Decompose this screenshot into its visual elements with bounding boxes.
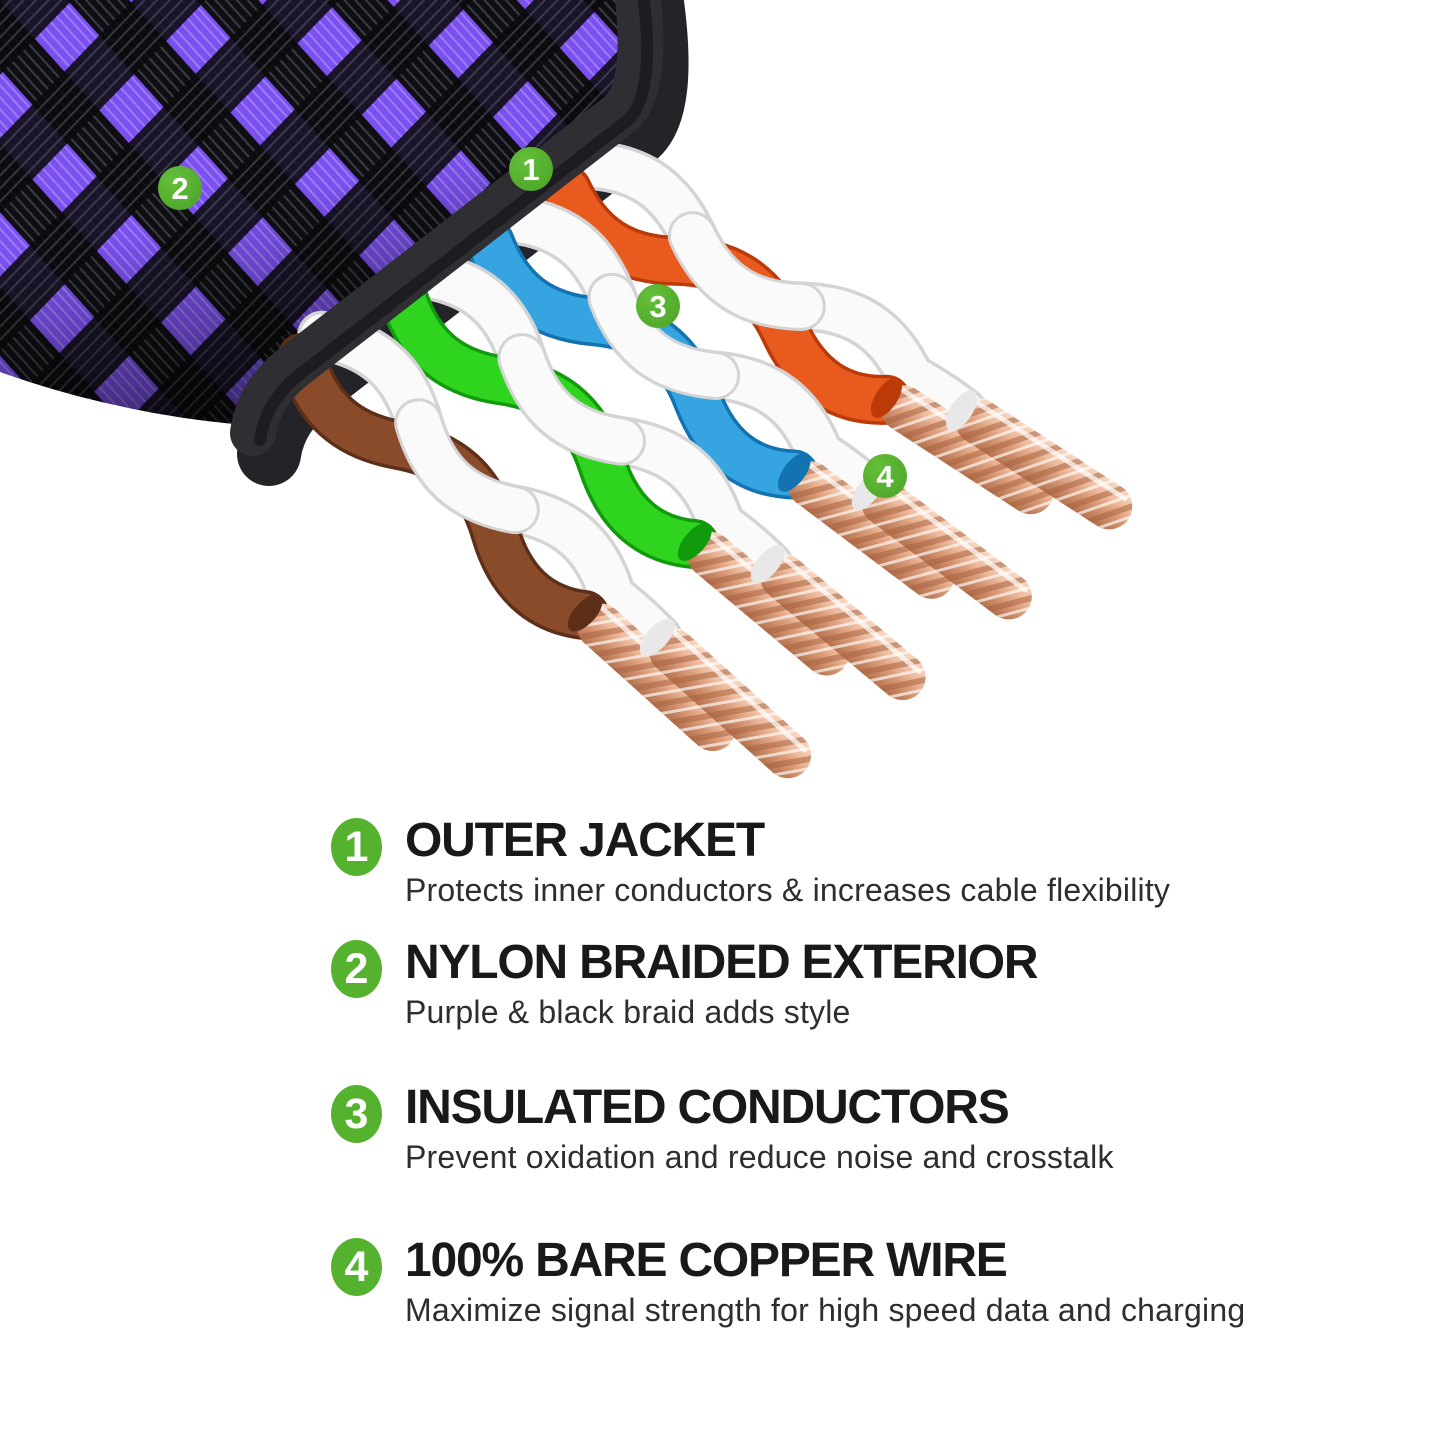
- legend-badge-2: 2: [331, 940, 382, 998]
- legend-title-4: 100% BARE COPPER WIRE: [405, 1234, 1008, 1287]
- legend-badge-3: 3: [331, 1085, 382, 1143]
- svg-text:4: 4: [876, 459, 894, 494]
- legend-item-outer-jacket: 1 OUTER JACKET Protects inner conductors…: [331, 814, 1171, 908]
- svg-text:1: 1: [522, 152, 539, 187]
- legend-badge-4: 4: [331, 1238, 382, 1296]
- svg-text:3: 3: [649, 289, 666, 324]
- legend-desc-4: Maximize signal strength for high speed …: [405, 1292, 1246, 1328]
- outer-jacket-rim: [230, 0, 664, 456]
- callout-4: 4: [863, 454, 907, 498]
- legend-desc-2: Purple & black braid adds style: [405, 994, 851, 1030]
- nylon-braided-sleeve: [0, 0, 623, 424]
- legend-title-1: OUTER JACKET: [405, 814, 765, 867]
- legend-badge-1: 1: [331, 818, 382, 876]
- callout-2: 2: [158, 166, 202, 210]
- legend-item-bare-copper-wire: 4 100% BARE COPPER WIRE Maximize signal …: [331, 1234, 1246, 1328]
- cable-cutaway-figure: 1 2 3 4: [0, 0, 1445, 800]
- legend-title-3: INSULATED CONDUCTORS: [405, 1081, 1010, 1134]
- legend-desc-1: Protects inner conductors & increases ca…: [405, 872, 1171, 908]
- svg-text:2: 2: [171, 171, 188, 206]
- legend-title-2: NYLON BRAIDED EXTERIOR: [405, 936, 1039, 989]
- callout-1: 1: [509, 147, 553, 191]
- legend-desc-3: Prevent oxidation and reduce noise and c…: [405, 1139, 1114, 1175]
- legend-item-insulated-conductors: 3 INSULATED CONDUCTORS Prevent oxidation…: [331, 1081, 1114, 1175]
- legend-item-nylon-braided-exterior: 2 NYLON BRAIDED EXTERIOR Purple & black …: [331, 936, 1039, 1030]
- callout-3: 3: [636, 284, 680, 328]
